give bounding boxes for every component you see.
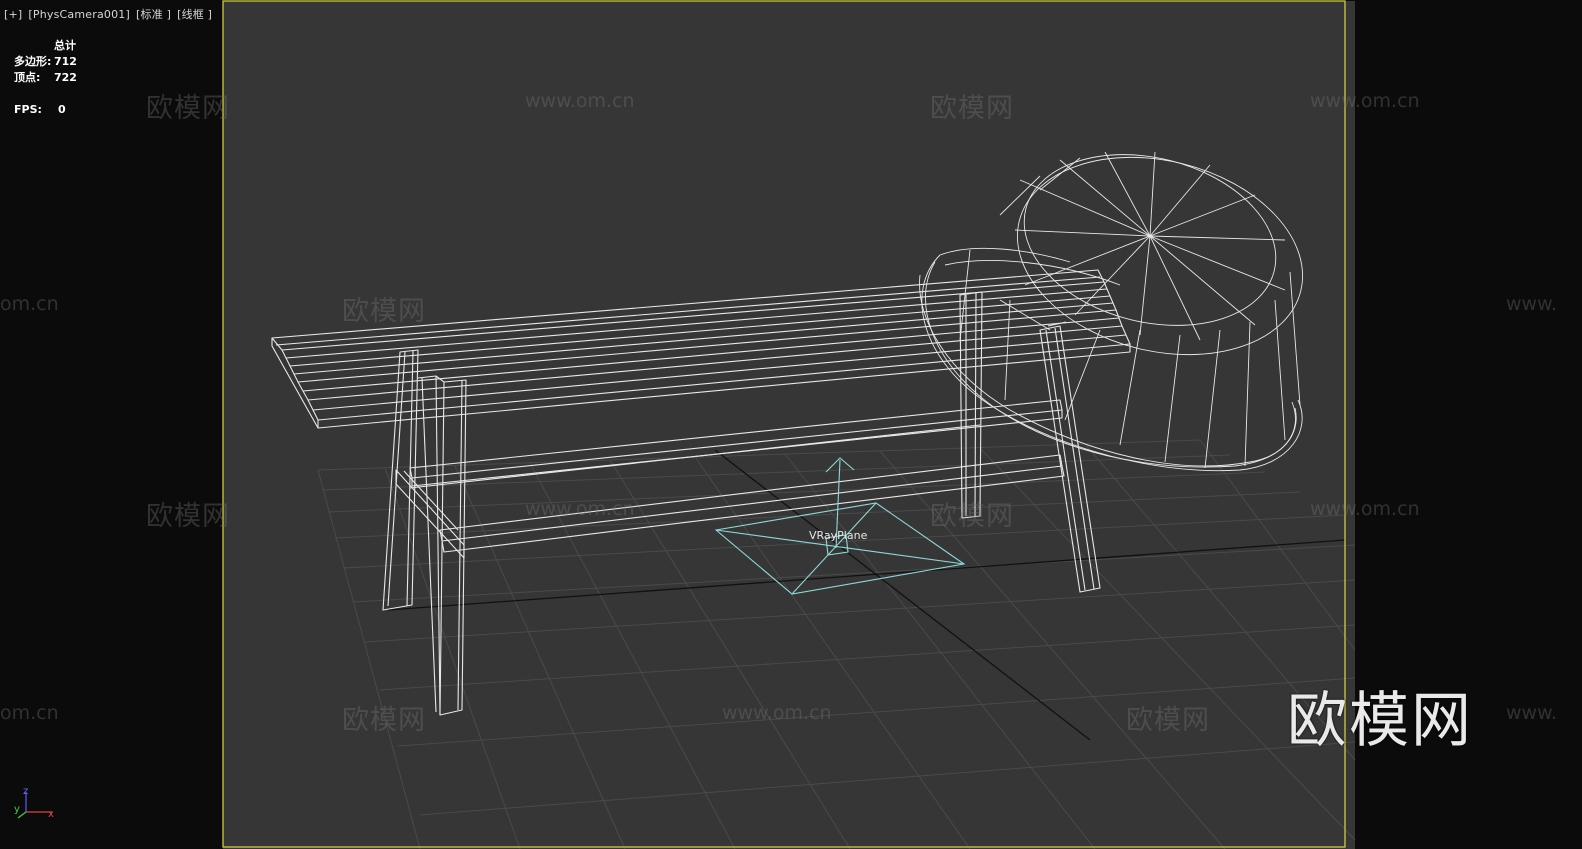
viewport-menu-plus[interactable]: [+] [4,8,23,21]
axis-gizmo [17,792,52,819]
stats-header: 总计 [54,39,76,52]
axis-x-label: x [48,809,54,820]
stats-polygons-row: 多边形: 712 [14,54,77,70]
axis-z-label: z [23,786,28,797]
stats-vertices-label: 顶点: [14,71,41,84]
stats-polygons-label: 多边形: [14,55,52,68]
stats-vertices-row: 顶点: 722 [14,70,77,86]
ground-grid [317,439,1356,849]
stats-polygons-value: 712 [54,55,77,68]
vrayplane-helper[interactable] [714,457,966,595]
stats-fps-label: FPS: [14,103,42,116]
bench-wireframe [271,269,1131,716]
viewport-statistics: 总计 多边形: 712 顶点: 722 FPS: 0 [14,38,77,118]
stats-fps-value: 0 [58,103,66,116]
stats-fps-row: FPS: 0 [14,102,77,118]
camera-safe-frame [222,0,1346,848]
grid-axes [387,449,1346,741]
viewport-camera-menu[interactable]: [PhysCamera001] [28,8,130,21]
vrayplane-object-label: VRayPlane [809,529,868,542]
viewport-display-wireframe-menu[interactable]: [线框 ] [177,8,213,21]
stats-vertices-value: 722 [54,71,77,84]
viewport-shading-standard-menu[interactable]: [标准 ] [136,8,172,21]
axis-y-label: y [14,804,20,815]
safe-frame-area [223,1,1355,849]
viewport-label[interactable]: [+] [PhysCamera001] [标准 ] [线框 ] [4,6,218,22]
basket-wireframe [919,151,1304,472]
